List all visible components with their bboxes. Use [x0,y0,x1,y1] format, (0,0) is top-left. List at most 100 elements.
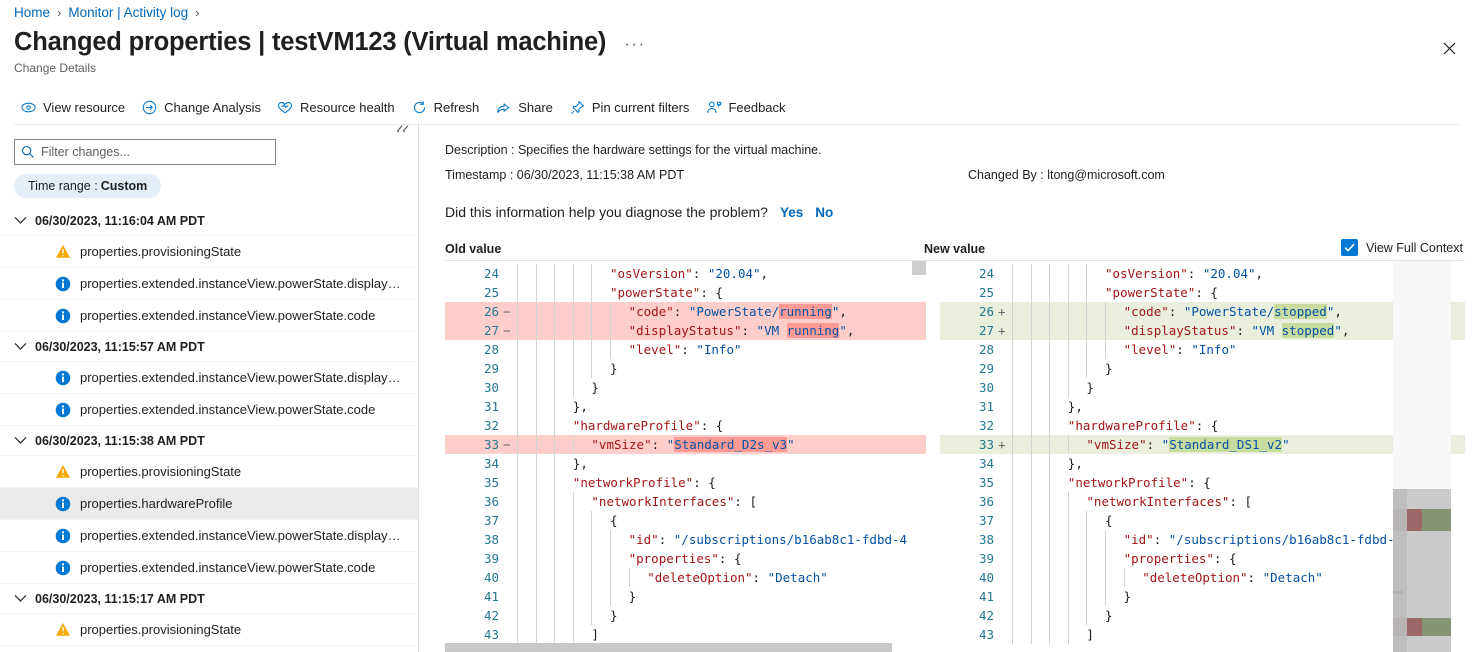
indent-guide [535,492,537,511]
diff-pane-new[interactable]: 24"osVersion": "20.04",25"powerState": {… [940,261,1465,652]
toolbar-button-share[interactable]: Share [489,95,563,120]
diff-line: 38"id": "/subscriptions/b16ab8c1-fdbd-4 [940,530,1465,549]
toolbar-button-change-analysis[interactable]: Change Analysis [135,95,271,120]
tree-item-properties-provisioningstate[interactable]: properties.provisioningState [0,456,418,488]
info-icon [55,402,71,418]
old-vertical-scrollbar[interactable] [912,261,926,652]
survey-yes-link[interactable]: Yes [779,205,804,220]
tree-item-properties-provisioningstate[interactable]: properties.provisioningState [0,614,418,646]
new-vertical-scrollbar[interactable] [1393,261,1407,652]
timestamp-value: 06/30/2023, 11:15:38 AM PDT [516,168,685,182]
chevron-down-icon [14,594,27,602]
code-token: " [666,437,675,452]
breadcrumb-separator-icon: › [57,5,62,20]
indent-guide [554,359,556,378]
tree-group-header[interactable]: 06/30/2023, 11:15:57 AM PDT [0,332,418,362]
tree-group-header[interactable]: 06/30/2023, 11:16:04 AM PDT [0,206,418,236]
toolbar-button-feedback[interactable]: Feedback [699,95,795,120]
breadcrumb-item-home[interactable]: Home [14,5,51,20]
breadcrumb-item-monitor-activity-log[interactable]: Monitor | Activity log [68,5,189,20]
line-number: 26 [483,304,499,319]
page-subtitle: Change Details [14,61,97,75]
indent-guide [1030,530,1032,549]
line-number: 32 [978,418,994,433]
scrollbar-thumb [1393,489,1407,652]
tree-item-properties-provisioningstate[interactable]: properties.provisioningState [0,236,418,268]
indent-guide [572,530,574,549]
tree-group-timestamp: 06/30/2023, 11:16:04 AM PDT [35,213,205,228]
tree-item-label: properties.provisioningState [80,622,242,637]
changed-token: stopped [1281,323,1335,338]
indent-guide [1030,549,1032,568]
indent-guide [1067,264,1069,283]
code-token: " [1326,304,1335,319]
tree-item-powerstate-displaystatus[interactable]: properties.extended.instanceView.powerSt… [0,268,418,300]
indent-guide [1049,473,1051,492]
code-token: "Info" [1191,342,1237,357]
indent-guide [517,397,518,416]
toolbar-button-view-resource[interactable]: View resource [14,95,135,120]
filter-changes-input[interactable] [39,144,275,160]
tree-item-properties-hardwareprofile[interactable]: properties.hardwareProfile [0,488,418,520]
code-token: "/subscriptions/b16ab8c1-fdbd-4 [673,532,908,547]
line-number: 35 [978,475,994,490]
view-full-context-checkbox[interactable]: View Full Context [1340,239,1463,256]
indent-guide [1030,435,1032,454]
indent-guide [1012,378,1013,397]
indent-guide [1086,606,1088,625]
change-details-pane: Description : Specifies the hardware set… [419,132,1475,652]
indent-guide [535,378,537,397]
diff-line: 37{ [445,511,926,530]
indent-guide [1049,321,1051,340]
added-marker: + [998,304,1006,319]
indent-guide [554,511,556,530]
close-button[interactable] [1433,32,1465,64]
time-range-filter-pill[interactable]: Time range : Custom [14,174,162,198]
old-horizontal-scrollbar [445,643,892,652]
chevron-down-icon [14,342,27,350]
indent-guide [610,568,611,587]
tree-item-powerstate-code[interactable]: properties.extended.instanceView.powerSt… [0,300,418,332]
indent-guide [1049,511,1051,530]
indent-guide [517,264,518,283]
indent-guide [535,283,537,302]
tree-item-powerstate-displaystatus[interactable]: properties.extended.instanceView.powerSt… [0,362,418,394]
indent-guide [1012,549,1013,568]
line-number: 36 [978,494,994,509]
filter-wrapper [0,132,418,165]
code-token: "networkInterfaces" [591,494,735,509]
indent-guide [1030,359,1032,378]
diff-new-lines: 24"osVersion": "20.04",25"powerState": {… [940,261,1465,644]
indent-guide [535,435,537,454]
code-token: : [1187,266,1203,281]
code-text: } [610,359,618,378]
indent-guide [572,302,574,321]
more-options-icon[interactable]: ··· [624,34,646,53]
tree-item-powerstate-displaystatus[interactable]: properties.extended.instanceView.powerSt… [0,520,418,552]
indent-guide [591,264,593,283]
indent-guide [1012,587,1013,606]
tree-group-header[interactable]: 06/30/2023, 11:15:38 AM PDT [0,426,418,456]
tree-item-powerstate-code[interactable]: properties.extended.instanceView.powerSt… [0,552,418,584]
indent-guide [554,397,556,416]
code-text: ] [1086,625,1094,644]
indent-guide [1012,416,1013,435]
code-token: } [1123,589,1132,604]
indent-guide [1012,454,1013,473]
code-text: }, [573,454,588,473]
feedback-icon [705,99,722,116]
diff-pane-old[interactable]: 24"osVersion": "20.04",25"powerState": {… [445,261,926,652]
tree-group-header[interactable]: 06/30/2023, 11:15:17 AM PDT [0,584,418,614]
toolbar-button-refresh[interactable]: Refresh [405,95,490,120]
tree-item-powerstate-code[interactable]: properties.extended.instanceView.powerSt… [0,394,418,426]
toolbar-button-resource-health[interactable]: Resource health [271,95,405,120]
tree-item-label: properties.provisioningState [80,464,242,479]
filter-changes-box[interactable] [14,139,276,165]
survey-no-link[interactable]: No [815,205,834,220]
toolbar-button-pin-current-filters[interactable]: Pin current filters [563,95,700,120]
line-number: 26 [978,304,994,319]
warning-icon [55,464,71,480]
code-token: }, [572,399,588,414]
indent-guide [1049,283,1051,302]
diff-line: 28"level": "Info" [940,340,1465,359]
